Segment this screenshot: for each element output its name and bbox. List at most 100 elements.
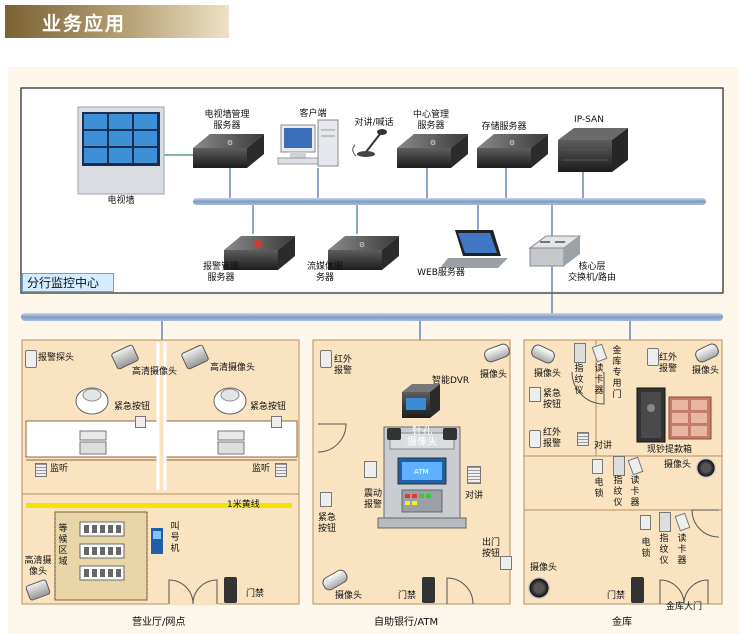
access-control-icon: [631, 577, 644, 603]
section-banner: 业务应用: [5, 5, 229, 38]
dome-camera-icon: [696, 458, 716, 478]
svg-text:⚙: ⚙: [430, 139, 436, 147]
listening-device-icon: [35, 463, 47, 477]
teller-terminal-icon: [79, 430, 245, 455]
access-control-label: 门禁: [246, 589, 265, 599]
emergency-button-icon: [529, 387, 541, 402]
camera-label: 摄像头: [664, 460, 692, 470]
electric-lock-label: 电锁: [594, 478, 604, 499]
emergency-button-icon: [271, 416, 282, 428]
svg-text:⚙: ⚙: [359, 241, 365, 249]
atm-caption: 自助银行/ATM: [374, 617, 439, 628]
atm-machine-icon: [377, 426, 467, 529]
central-server-label: 中心管理 服务器: [412, 110, 449, 131]
streaming-server-label: 流媒体服 务器: [306, 262, 343, 283]
camera-label: 摄像头: [530, 563, 558, 573]
emergency-button-label: 紧急 按钮: [543, 389, 562, 410]
svg-text:⚙: ⚙: [509, 139, 515, 147]
yellow-line: [26, 503, 292, 508]
tv-wall-icon: [77, 106, 165, 195]
yellow-line-label: 1米黄线: [227, 500, 260, 510]
fingerprint-reader-icon: [613, 456, 625, 476]
ip-san-icon: [558, 128, 628, 172]
exit-button-icon: [500, 556, 512, 570]
queue-machine-label: 叫号机: [170, 522, 180, 554]
emergency-button-label: 紧急按钮: [250, 402, 287, 412]
svg-text:⚙: ⚙: [227, 139, 233, 147]
central-server-icon: ⚙: [397, 134, 468, 168]
fingerprint-label: 指纹仪: [574, 364, 584, 396]
emergency-button-label: 紧急按钮: [114, 402, 151, 412]
core-switch-label: 核心层 交换机/路由: [567, 262, 617, 283]
access-control-icon: [224, 577, 237, 603]
fingerprint-label: 指纹仪: [613, 476, 623, 508]
listening-device-icon: [275, 463, 287, 477]
ip-san-label: IP-SAN: [574, 115, 604, 125]
connection-lines: [161, 154, 631, 340]
ir-alarm-icon: [647, 348, 659, 366]
cash-box-icon: [668, 396, 712, 440]
section-title: 业务应用: [42, 13, 127, 35]
smart-dvr-icon: [402, 384, 440, 418]
hall-door: [168, 579, 218, 606]
hd-camera-label: 高清摄像头: [24, 556, 52, 577]
alarm-server-icon: [224, 236, 295, 270]
monitor-label: 监听: [50, 464, 69, 474]
camera-label: 摄像头: [692, 366, 720, 376]
intercom-label: 对讲: [465, 491, 484, 501]
shock-alarm-label: 震动 报警: [364, 489, 383, 510]
storage-server-icon: ⚙: [477, 134, 548, 168]
alarm-detector-label: 报警探头: [38, 353, 75, 363]
card-reader-label: 读卡器: [677, 534, 687, 566]
hd-camera-label: 高清摄像头: [210, 363, 256, 373]
fingerprint-label: 指纹仪: [659, 534, 669, 566]
electric-lock-label: 电锁: [641, 538, 651, 559]
vault-gate-label: 金库大门: [666, 602, 703, 612]
chair-icon: [75, 387, 247, 415]
ir-alarm-label: 红外 报警: [659, 353, 678, 374]
dome-camera-icon: [528, 577, 550, 599]
client-pc-icon: [277, 119, 339, 167]
access-control-icon: [422, 577, 435, 603]
emergency-button-icon: [320, 492, 332, 507]
intercom-icon: [577, 432, 589, 446]
intercom-icon: [467, 466, 481, 484]
ir-alarm-icon: [529, 430, 541, 448]
client-label: 客户端: [299, 109, 327, 119]
web-server-label: WEB服务器: [417, 268, 465, 278]
microphone-icon: [352, 129, 387, 157]
camera-label: 摄像头: [534, 369, 562, 379]
alarm-sensor-icon: [25, 350, 37, 368]
tv-wall-label: 电视墙: [107, 196, 135, 206]
tv-wall-server-icon: ⚙: [193, 134, 264, 168]
vault-doors: [571, 371, 720, 605]
ir-alarm-label: 红外 报警: [543, 428, 562, 449]
pinhole-camera-icon: [443, 428, 457, 440]
fingerprint-reader-icon: [659, 512, 671, 532]
intercom-label: 对讲/喊话: [354, 118, 394, 128]
electric-lock-icon: [592, 459, 603, 474]
emergency-button-label: 紧急 按钮: [318, 513, 337, 534]
hd-camera-label: 高清摄像头: [132, 367, 178, 377]
camera-label: 摄像头: [480, 370, 508, 380]
streaming-server-icon: ⚙: [328, 236, 399, 270]
storage-server-label: 存储服务器: [481, 122, 527, 132]
fingerprint-reader-icon: [574, 343, 586, 363]
hall-caption: 营业厅/网点: [132, 617, 186, 628]
cash-box-label: 现钞提款箱: [647, 445, 693, 455]
atm-door: [317, 423, 474, 605]
exit-button-label: 出门 按钮: [481, 538, 500, 559]
pinhole-camera-label: 针孔 摄像头: [407, 426, 437, 448]
tv-wall-server-label: 电视墙管理 服务器: [204, 110, 250, 131]
electric-lock-icon: [640, 515, 651, 530]
waiting-area: [54, 511, 148, 601]
atm-screen-label: ATM: [414, 468, 429, 476]
intercom-label: 对讲: [594, 441, 613, 451]
vault-caption: 金库: [612, 617, 632, 628]
monitor-label: 监听: [252, 464, 271, 474]
card-reader-label: 读卡器: [630, 476, 640, 508]
core-switch-icon: [528, 235, 582, 267]
ir-alarm-icon: [320, 350, 332, 368]
vault-safe-icon: [636, 387, 666, 443]
